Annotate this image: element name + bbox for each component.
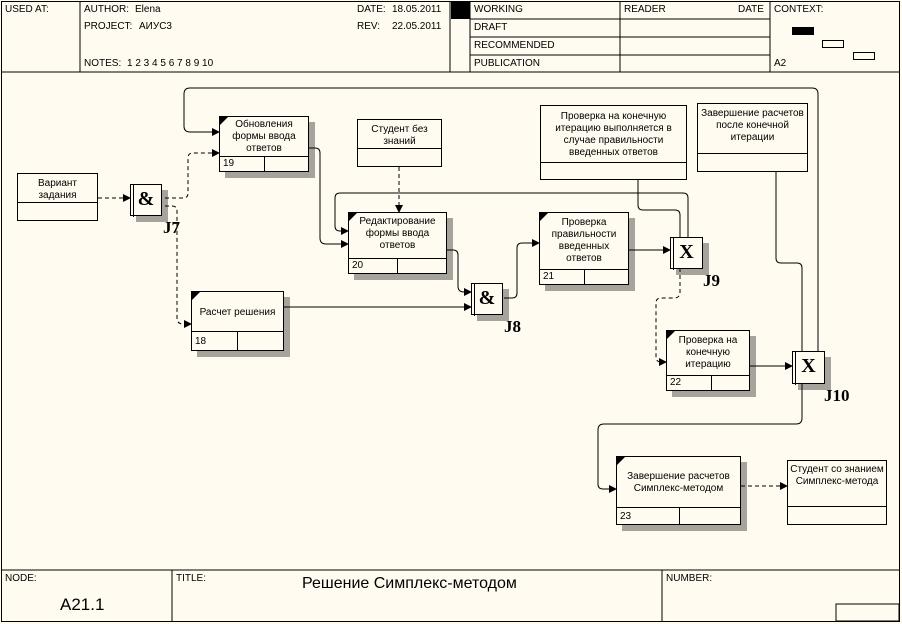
note-last-iteration-label: Проверка на конечную итерацию выполняетс… [555, 111, 672, 158]
activity-number: 18 [195, 336, 207, 347]
junction-label-j8: J8 [504, 317, 521, 336]
arrow-j9-loop-edit [334, 192, 689, 237]
activity-footer [617, 507, 740, 524]
junction-label-j7: J7 [163, 218, 180, 237]
author-value: Elena [135, 4, 161, 15]
activity-number: 21 [543, 271, 555, 282]
box-footer [358, 148, 441, 166]
note-last-iteration[interactable]: Проверка на конечную итерацию выполняетс… [540, 105, 687, 180]
arrow-j10-loop-update [183, 87, 819, 351]
activity-footer [667, 375, 749, 390]
note-finish-calculations[interactable]: Завершение расчетов после конечной итера… [697, 103, 808, 172]
box-footer [698, 153, 807, 171]
activity-footer [192, 331, 283, 350]
status-draft: DRAFT [474, 22, 508, 33]
activity-finish-simplex[interactable]: Завершение расчетов Симплекс-методом 23 [616, 456, 741, 525]
activity-number: 20 [352, 260, 364, 271]
activity-calc-solution[interactable]: Расчет решения 18 [191, 291, 284, 351]
reader-label: READER [624, 4, 666, 15]
activity-footer [540, 269, 628, 284]
activity-check-correctness-label: Проверка правильности введенных ответов [551, 217, 617, 264]
status-publication: PUBLICATION [474, 58, 540, 69]
activity-edit-form-label: Редактирование формы ввода ответов [359, 216, 436, 251]
activity-update-form[interactable]: Обновления формы ввода ответов 19 [219, 116, 309, 172]
activity-finish-simplex-label: Завершение расчетов Симплекс-методом [627, 471, 730, 494]
arrow-j7-update [165, 149, 220, 199]
title-label: TITLE: [176, 573, 207, 584]
arrow-note-j9 [637, 180, 681, 237]
box-student-with-knowledge[interactable]: Студент со знанием Симплекс-метода [787, 460, 887, 525]
activity-check-last-iteration-label: Проверка на конечную итерацию [678, 335, 738, 370]
project-label: PROJECT: [84, 21, 133, 32]
activity-update-form-label: Обновления формы ввода ответов [232, 119, 296, 154]
box-variant-footer [18, 202, 97, 220]
activity-corner-mark [667, 331, 675, 339]
junction-label-j10: J10 [824, 386, 850, 405]
box-footer [541, 162, 686, 179]
activity-corner-mark [349, 213, 357, 221]
used-at-label: USED AT: [5, 4, 49, 15]
rev-label: REV: [357, 21, 380, 32]
activity-footer [220, 156, 308, 171]
date-label: DATE: [357, 4, 386, 15]
note-finish-calculations-label: Завершение расчетов после конечной итера… [701, 108, 804, 143]
arrow-note-j10 [775, 172, 803, 351]
arrow-j7-calc [165, 205, 192, 328]
context-swatch [822, 40, 844, 48]
activity-corner-mark [540, 213, 548, 221]
node-value: A21.1 [60, 595, 105, 614]
reader-date-label: DATE [738, 4, 764, 15]
junction-xor-j10[interactable]: X [792, 350, 825, 385]
junction-xor-j9[interactable]: X [670, 236, 703, 270]
arrow-j10-finish [597, 384, 803, 493]
junction-label-j9: J9 [703, 271, 720, 290]
diagram-title: Решение Симплекс-методом [302, 575, 517, 592]
context-swatch [853, 52, 875, 60]
activity-corner-mark [617, 457, 625, 465]
arrow-j8-check [504, 239, 540, 299]
box-student-no-knowledge[interactable]: Студент без знаний [357, 119, 442, 167]
arrow-update-edit [309, 147, 349, 248]
junction-and-j7[interactable]: & [130, 183, 162, 217]
box-student-with-knowledge-label: Студент со знанием Симплекс-метода [790, 464, 884, 487]
box-variant[interactable]: Вариант задания [17, 173, 98, 221]
activity-check-correctness[interactable]: Проверка правильности введенных ответов … [539, 212, 629, 285]
activity-number: 23 [620, 511, 632, 522]
status-working: WORKING [474, 4, 523, 15]
arrow-j9-checklast [655, 268, 681, 366]
box-footer [788, 506, 886, 524]
notes-value: 1 2 3 4 5 6 7 8 9 10 [127, 58, 214, 69]
author-label: AUTHOR: [84, 4, 129, 15]
activity-corner-mark [220, 117, 228, 125]
activity-footer [349, 258, 446, 273]
context-label: CONTEXT: [774, 4, 824, 15]
number-label: NUMBER: [666, 573, 713, 584]
activity-calc-solution-label: Расчет решения [199, 307, 276, 318]
activity-edit-form[interactable]: Редактирование формы ввода ответов 20 [348, 212, 447, 274]
activity-check-last-iteration[interactable]: Проверка на конечную итерацию 22 [666, 330, 750, 391]
node-label: NODE: [5, 573, 37, 584]
project-value: АИУС3 [139, 21, 172, 32]
rev-value: 22.05.2011 [392, 21, 442, 32]
status-recommended: RECOMMENDED [474, 40, 555, 51]
box-variant-label: Вариант задания [37, 178, 78, 201]
activity-number: 19 [223, 158, 235, 169]
context-node: A2 [774, 58, 787, 69]
box-student-no-knowledge-label: Студент без знаний [371, 124, 428, 147]
notes-label: NOTES: [84, 58, 122, 69]
context-current-swatch [792, 27, 814, 35]
activity-corner-mark [192, 292, 200, 300]
date-value: 18.05.2011 [392, 4, 442, 15]
junction-and-j8[interactable]: & [471, 282, 503, 316]
activity-number: 22 [670, 377, 682, 388]
arrow-edit-j8 [447, 249, 472, 296]
